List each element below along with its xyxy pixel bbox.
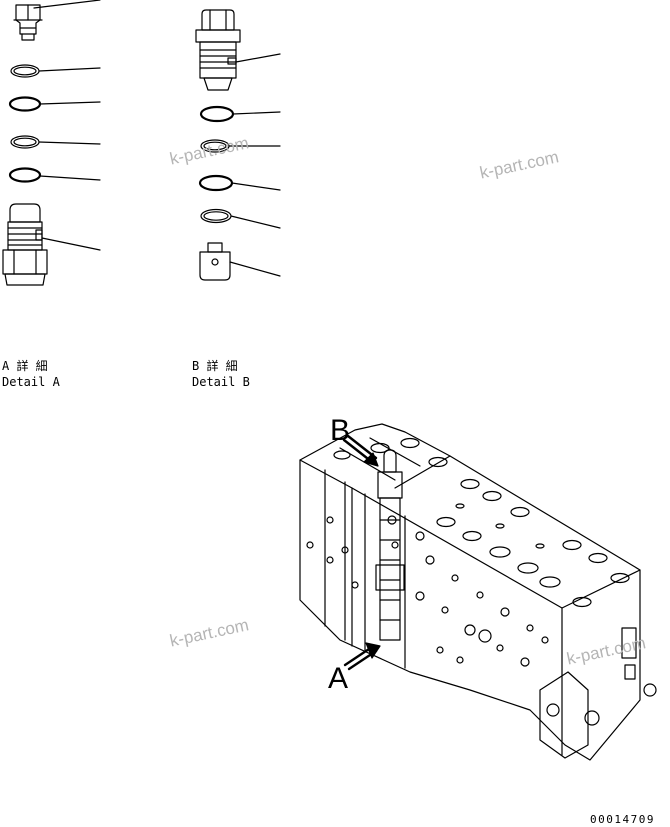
detail-b-oring-2 [198,174,281,192]
detail-b-ring-2 [200,208,281,229]
arrow-a-label: A [328,662,349,695]
detail-b-plug-part [199,242,281,281]
control-valve-block [299,423,657,761]
detail-b-parts [195,9,281,281]
detail-a-valve-body [2,203,101,286]
detail-b-oring-1 [199,105,281,123]
detail-a-oring-2 [8,167,101,183]
detail-b-title-jp: B 詳 細 [192,359,238,373]
detail-b-title-en: Detail B [192,375,250,389]
detail-a-plug-part [13,0,101,41]
detail-b-valve-body [195,9,281,91]
drawing-number: 00014709 [590,813,655,826]
detail-a-oring-1 [8,96,101,112]
arrow-b-label: B [330,414,351,447]
detail-b-ring-1 [200,139,281,153]
detail-a-title-jp: A 詳 細 [2,359,48,373]
detail-a-parts [2,0,101,286]
detail-a-title-en: Detail A [2,375,60,389]
detail-a-ring-2 [10,135,101,149]
arrow-a-indicator [343,642,381,671]
arrow-b-indicator [342,434,379,467]
detail-a-ring-1 [10,64,101,78]
